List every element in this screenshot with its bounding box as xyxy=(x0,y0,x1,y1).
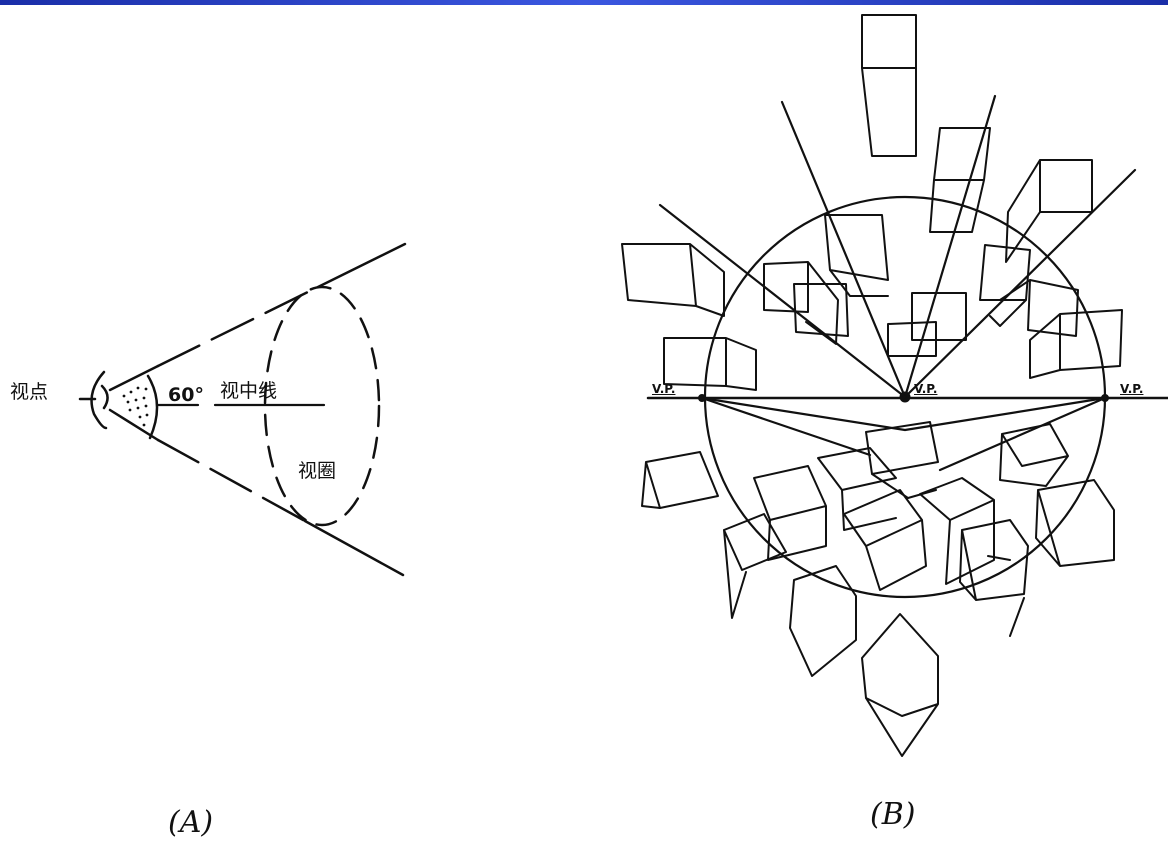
box-left-4 xyxy=(793,283,849,337)
angle-arc xyxy=(146,374,159,440)
box-right-2 xyxy=(979,244,1031,327)
box-bottom xyxy=(861,613,939,757)
box-lower-9 xyxy=(987,555,1025,637)
figure-b-perspective-field xyxy=(621,14,1168,757)
cone-lower-dashed xyxy=(156,438,307,523)
sight-line-label: 视中线 xyxy=(220,380,278,402)
view-circle-label: 视圈 xyxy=(298,460,337,482)
box-lower-6 xyxy=(959,519,1029,601)
box-lower-left-1 xyxy=(641,451,719,509)
box-right-3 xyxy=(999,279,1079,337)
box-lower-center xyxy=(865,421,939,499)
view-circle xyxy=(263,285,381,527)
cone-upper-solid xyxy=(108,364,160,392)
box-lower-right-1 xyxy=(999,423,1069,487)
viewpoint-label: 视点 xyxy=(10,381,49,403)
box-lower-5 xyxy=(919,477,995,585)
perspective-boxes xyxy=(621,14,1123,757)
angle-fill-dots xyxy=(122,386,149,427)
box-upper-2 xyxy=(1005,159,1093,263)
figure-a-cone-of-vision xyxy=(78,242,407,577)
cone-lower-line xyxy=(303,519,405,577)
cone-upper-dashed xyxy=(156,285,320,368)
vp-left-label: V.P. xyxy=(652,382,676,396)
box-lower-3 xyxy=(817,447,897,531)
box-top xyxy=(861,14,917,157)
box-right-1 xyxy=(1029,309,1123,379)
angle-label: 60° xyxy=(168,384,204,406)
box-left-1 xyxy=(621,243,725,317)
caption-a: (A) xyxy=(168,805,214,840)
box-upper-3 xyxy=(824,214,889,297)
box-upper-1 xyxy=(929,127,991,233)
top-banner-stripe xyxy=(0,0,1168,5)
caption-b: (B) xyxy=(870,797,916,832)
vp-center-label: V.P. xyxy=(914,382,938,396)
box-lower-8 xyxy=(789,565,857,677)
converging-lines xyxy=(658,94,1137,472)
box-lower-right-2 xyxy=(1035,479,1115,567)
box-lower-2 xyxy=(753,465,827,561)
box-center-upper xyxy=(887,292,967,357)
vp-right-label: V.P. xyxy=(1120,382,1144,396)
box-lower-4 xyxy=(843,489,927,591)
eye-icon xyxy=(78,370,109,430)
box-left-2 xyxy=(663,337,757,391)
cone-upper-line xyxy=(316,242,407,289)
box-lower-7 xyxy=(723,513,787,619)
